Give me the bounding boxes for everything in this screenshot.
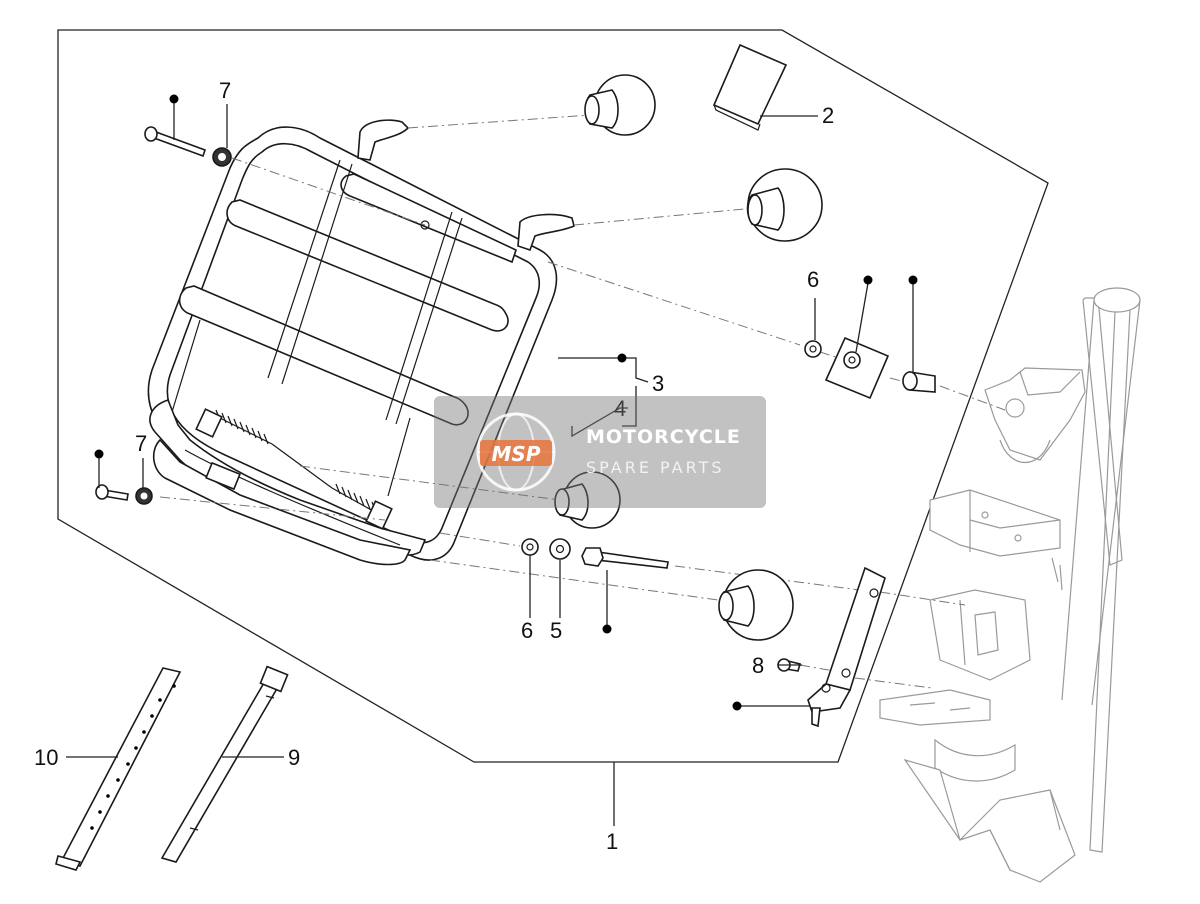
steering-column-reference (879, 287, 1141, 883)
watermark-banner: MSP MOTORCYCLE SPARE PARTS (434, 396, 766, 508)
msp-logo-text: MSP (492, 442, 541, 466)
washer-6-right (804, 340, 822, 358)
support-bracket (807, 566, 886, 728)
bolt-lower-left (95, 484, 129, 501)
strap-9 (160, 665, 289, 863)
screw-right (902, 371, 936, 393)
leader-lines (66, 102, 914, 826)
rubber-bushing-lower (718, 569, 794, 641)
callout-4: 4 (614, 396, 626, 421)
bolt-lower-center (581, 547, 669, 569)
callout-9: 9 (288, 745, 300, 770)
watermark-title: MOTORCYCLE (586, 426, 741, 448)
callout-5: 5 (550, 618, 562, 643)
callout-10: 10 (34, 745, 58, 770)
washer-lower-left (135, 487, 153, 505)
washer-6-lower (521, 538, 539, 556)
callout-8: 8 (752, 653, 764, 678)
watermark-subtitle: SPARE PARTS (586, 458, 725, 477)
callout-1: 1 (606, 829, 618, 854)
instruction-leaflet (712, 43, 788, 131)
callout-6-lower: 6 (521, 618, 533, 643)
rubber-bushing-middle (554, 471, 621, 529)
strap-10 (55, 667, 182, 871)
kit-boundary (57, 29, 1049, 763)
callout-6-upper: 6 (807, 267, 819, 292)
callout-3: 3 (652, 371, 664, 396)
washer-5 (549, 538, 571, 560)
rack-spring-right (331, 483, 393, 530)
callout-7-lower: 7 (135, 431, 147, 456)
bolt-upper-left (144, 126, 207, 158)
msp-logo: MSP (476, 412, 556, 492)
washer-upper-left (212, 147, 232, 167)
mounting-plate (824, 336, 890, 400)
rubber-bushing-upper (746, 168, 823, 242)
front-luggage-rack (147, 119, 575, 566)
rack-spring-left (195, 408, 273, 445)
callout-labels: 1 2 3 4 5 6 6 7 7 8 9 10 (34, 78, 834, 854)
callout-7-upper: 7 (219, 78, 231, 103)
callout-2: 2 (822, 103, 834, 128)
marker-dots (94, 94, 918, 711)
rubber-bushing-top (584, 74, 656, 136)
